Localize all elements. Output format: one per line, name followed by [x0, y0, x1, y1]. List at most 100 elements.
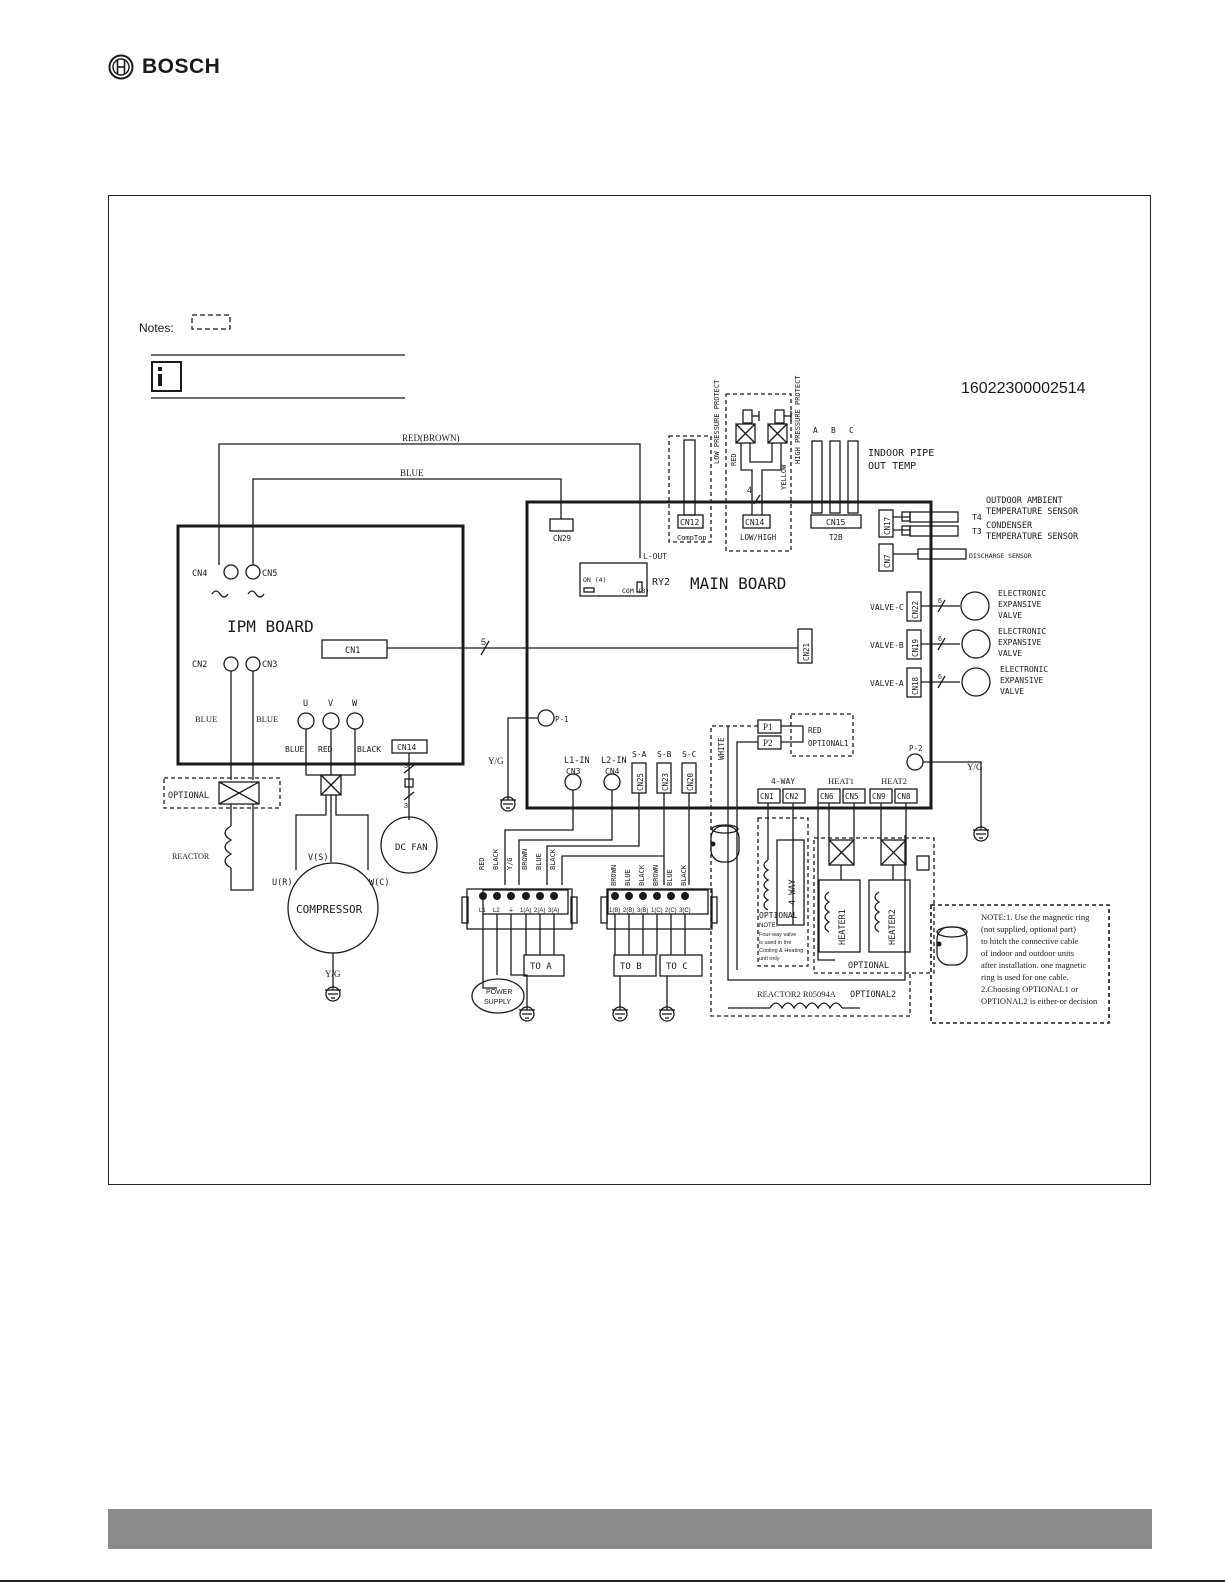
eev-b-line3: VALVE [998, 649, 1022, 658]
main-board-outline [525, 500, 933, 810]
ry2-label: RY2 [652, 577, 670, 588]
heater1-coil [824, 891, 831, 933]
left-term-5: 2(A) [534, 908, 545, 914]
right-term-4: 1(C) [651, 908, 663, 914]
optional1-box [790, 713, 854, 757]
wire-blue-left-label: BLUE [195, 714, 217, 724]
discharge-sensor-label: DISCHARGE SENSOR [969, 552, 1032, 560]
ry2-relay [579, 562, 648, 597]
main-p1-text: P1 [763, 722, 773, 732]
eev-c [960, 591, 990, 621]
main-cn21-connector [797, 628, 813, 664]
comptop-label: CompTop [677, 534, 707, 542]
left-wire-4: BROWN [521, 849, 529, 870]
wire-red-brown [218, 443, 641, 565]
six-c-label: 6 [938, 598, 942, 605]
indoor-pipe-sensor-c [847, 440, 859, 514]
comptop-optional-box [668, 435, 712, 543]
ipm-blue-label: BLUE [285, 745, 304, 754]
l2-in-label: L2-IN [601, 756, 627, 766]
main-cn2-label: CN2 [785, 792, 799, 801]
info-icon-box [151, 361, 182, 392]
to-a-box [523, 954, 565, 977]
discharge-sensor [917, 548, 967, 560]
sensor-b-label: B [831, 426, 836, 435]
right-term-3: 3(B) [637, 908, 648, 914]
left-wire-2: BLACK [492, 848, 500, 870]
left-term-6: 3(A) [548, 908, 559, 914]
reactor2-coil [769, 1002, 843, 1010]
notes-dashed-box [191, 314, 231, 330]
right-wire-6: BLACK [680, 864, 688, 886]
dc-fan-label: DC FAN [395, 843, 428, 853]
wire-blue-right-label: BLUE [256, 714, 278, 724]
left-wire-6: BLACK [549, 848, 557, 870]
indoor-pipe-sensor-b [829, 440, 841, 514]
eev-b-line1: ELECTRONIC [998, 627, 1046, 636]
dc-fan-filter [404, 778, 414, 788]
eev-a-line1: ELECTRONIC [1000, 665, 1048, 674]
magnetic-note-line-2: (not supplied, optional part) [981, 924, 1076, 934]
bosch-armature-icon [108, 54, 134, 80]
four-way-note-3: Cooling & Heating [759, 948, 803, 954]
right-term-6: 3(C) [679, 908, 691, 914]
indoor-pipe-sensor-a [811, 440, 823, 514]
main-cn20-label: CN20 [686, 772, 695, 791]
optional2-label: OPTIONAL2 [850, 990, 896, 1000]
s-c-label: S-C [682, 750, 697, 759]
t2b-label: T2B [829, 533, 843, 542]
main-cn6-label: CN6 [820, 792, 834, 801]
power-supply-label-2: SUPPLY [484, 999, 511, 1006]
four-way-coil [763, 859, 770, 911]
ry2-on-label: ON (4) [583, 576, 606, 584]
ipm-w-terminal [346, 712, 364, 730]
high-pressure-label: HIGH PRESSURE PROTECT [794, 375, 802, 464]
ipm-u-label: U [303, 699, 308, 709]
ipm-u-terminal [297, 712, 315, 730]
heater-ground-icon [916, 855, 930, 871]
heater2-coil [874, 891, 881, 933]
wire-blue-label: BLUE [400, 468, 424, 478]
main-cn14-connector [742, 514, 771, 529]
compressor-label: COMPRESSOR [296, 903, 363, 916]
eev-b-line2: EXPANSIVE [998, 638, 1042, 647]
main-cn29-label: CN29 [553, 534, 571, 543]
valve-b-label: VALVE-B [870, 641, 904, 650]
heaters-optional-box [813, 837, 935, 974]
four-way-label: 4-WAY [771, 777, 795, 786]
optional2-box [710, 725, 911, 1017]
p2-label: P-2 [909, 744, 923, 753]
reactor-coil [224, 825, 233, 869]
fan-three-b: 3 [404, 803, 408, 810]
ipm-cn2-terminal [223, 656, 239, 672]
main-cn8-label: CN8 [897, 792, 911, 801]
main-cn3-label: CN3 [566, 767, 581, 776]
part-number: 16022300002514 [961, 380, 1086, 397]
diagram-frame [108, 195, 1151, 1185]
condenser-sensor-label-1: CONDENSER [986, 521, 1033, 531]
valve-a-label: VALVE-A [870, 679, 904, 688]
right-wire-4: BROWN [652, 865, 660, 886]
to-a-label: TO A [530, 962, 552, 972]
outdoor-sensor-label-1: OUTDOOR AMBIENT [986, 496, 1063, 506]
reactor-optional-label: OPTIONAL [168, 791, 209, 801]
magnetic-note-line-1: NOTE:1. Use the magnetic ring [981, 912, 1090, 922]
t4-label: T4 [972, 513, 982, 522]
heat1-label: HEAT1 [828, 776, 854, 786]
main-p2-terminal [906, 753, 924, 771]
main-cn22-label: CN22 [911, 601, 920, 619]
right-wire-3: BLACK [638, 864, 646, 886]
ipm-cn14-label: CN14 [397, 743, 416, 752]
reactor-label: REACTOR [172, 852, 210, 861]
compressor-ur-label: U(R) [272, 878, 292, 888]
comptop-sensor [683, 439, 696, 516]
left-wire-5: BLUE [535, 853, 543, 870]
magnetic-note-line-6: ring is used for one cable. [981, 972, 1069, 982]
main-cn12-label: CN12 [680, 518, 699, 527]
magnetic-note-line-5: after installation. one magnetic [981, 960, 1086, 970]
main-cn4-label: CN4 [605, 767, 620, 776]
left-wire-1: RED [478, 857, 486, 870]
compressor-vs-label: V(S) [308, 853, 328, 863]
terminal-block-left [466, 888, 573, 930]
ipm-cn3-terminal [245, 656, 261, 672]
